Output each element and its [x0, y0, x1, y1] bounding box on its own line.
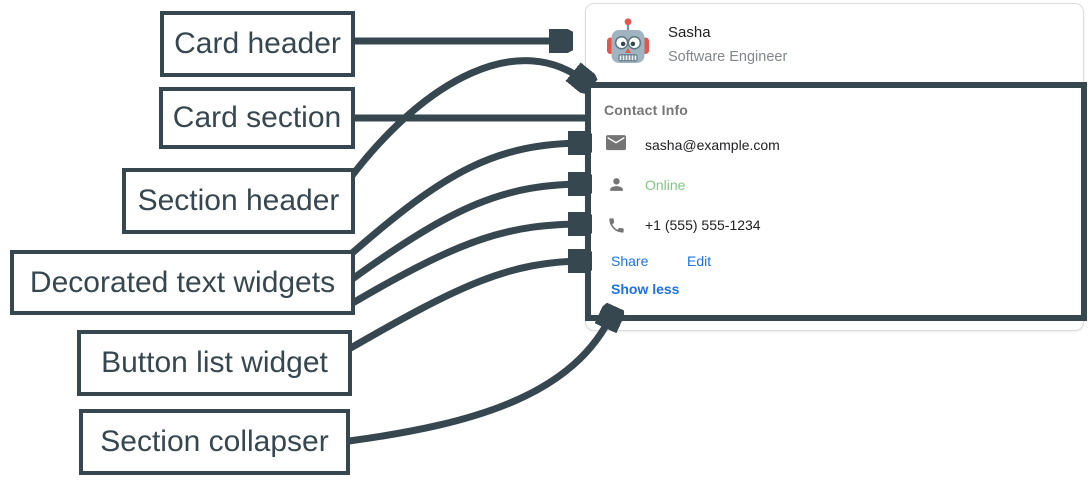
label-text: Button list widget [101, 346, 328, 379]
label-text: Section collapser [100, 425, 329, 458]
card-header-subtitle: Software Engineer [668, 49, 788, 65]
share-button[interactable]: Share [611, 253, 649, 269]
arrow-button-list [347, 261, 586, 353]
label-text: Card section [172, 101, 342, 134]
arrow-decorated-phone [349, 224, 586, 308]
section-header: Contact Info [604, 102, 689, 118]
decorated-text-row [607, 216, 626, 240]
arrow-section-collapser [348, 312, 613, 445]
edit-button[interactable]: Edit [687, 253, 712, 269]
label-button-list-widget: Button list widget [77, 330, 352, 396]
email-text: sasha@example.com [645, 137, 780, 153]
label-text: Card header [174, 27, 341, 60]
decorated-text-row [606, 135, 626, 157]
contact-card [585, 3, 1084, 331]
person-icon [610, 178, 623, 191]
phone-text: +1 (555) 555-1234 [645, 217, 761, 233]
decorated-text-row [607, 175, 626, 199]
label-text: Decorated text widgets [29, 265, 336, 299]
card-header-name: Sasha [668, 24, 711, 41]
arrow-decorated-online [348, 184, 586, 283]
arrow-section-header [348, 57, 587, 180]
label-section-header: Section header [122, 168, 355, 234]
label-decorated-text-widgets: Decorated text widgets [10, 250, 355, 315]
label-card-header: Card header [160, 11, 355, 77]
arrow-decorated-email [348, 143, 586, 257]
label-card-section: Card section [159, 87, 355, 149]
phone-icon [609, 218, 624, 233]
email-icon [606, 135, 626, 151]
status-text: Online [645, 177, 686, 193]
label-section-collapser: Section collapser [79, 409, 350, 475]
robot-avatar-icon [607, 18, 649, 63]
label-text: Section header [137, 184, 340, 217]
show-less-button[interactable]: Show less [611, 281, 680, 297]
